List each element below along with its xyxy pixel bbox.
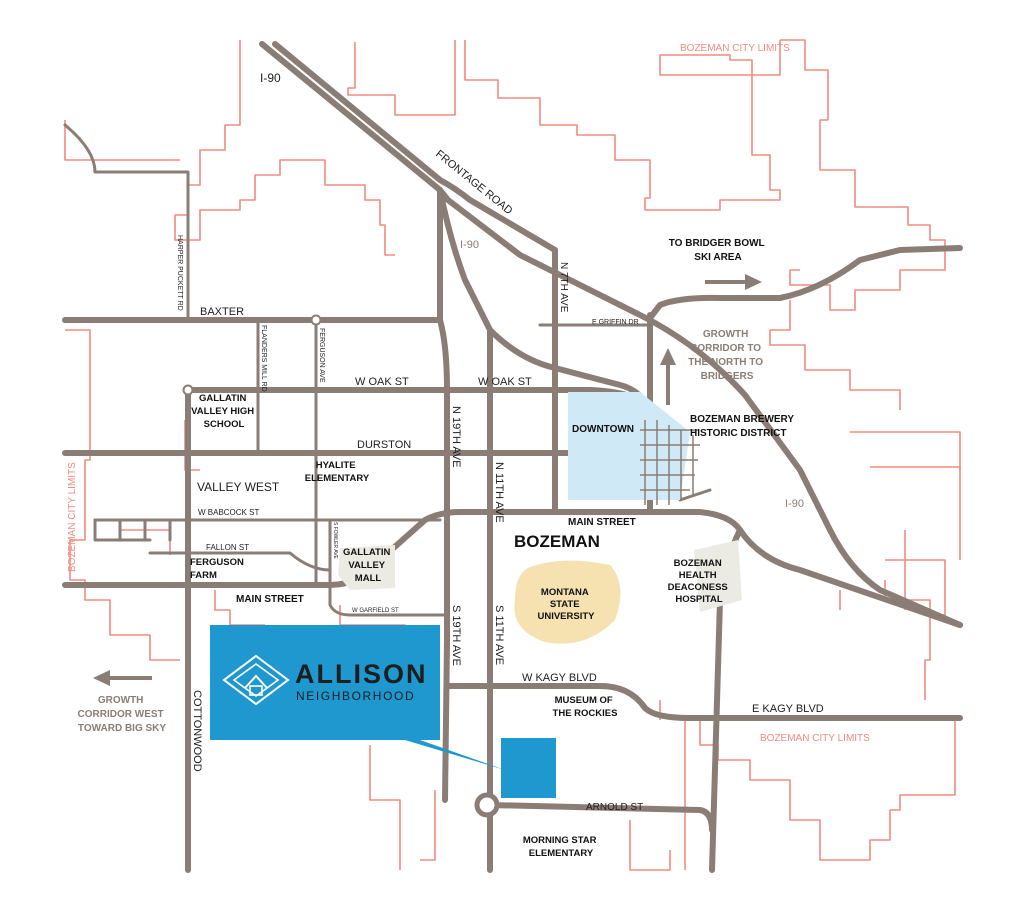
allison-callout-box: [210, 625, 505, 770]
cottonwood-label: COTTONWOOD: [191, 690, 203, 772]
flanders-mill-label: FLANDERS MILL RD: [260, 325, 267, 392]
roundabout: [310, 314, 322, 326]
w-babcock-label: W BABCOCK ST: [198, 508, 259, 517]
s-19th-ave-road: [442, 617, 450, 803]
rouse-curve: [437, 187, 653, 413]
growth-west-label: GROWTH CORRIDOR WEST TOWARD BIG SKY: [78, 695, 167, 734]
arrow-east-icon: [705, 274, 762, 290]
msu-campus-area: [514, 560, 621, 644]
brewery-district-label: BOZEMAN BREWERY HISTORIC DISTRICT: [690, 414, 797, 439]
bridger-bowl-label: TO BRIDGER BOWL SKI AREA: [669, 238, 768, 263]
w-kagy-label: W KAGY BLVD: [522, 672, 597, 684]
downtown-label: DOWNTOWN: [572, 424, 634, 435]
callout-title: ALLISON: [295, 659, 428, 689]
city-limits-label: BOZEMAN CITY LIMITS: [760, 733, 870, 744]
hyalite-elementary-label: HYALITE ELEMENTARY: [305, 460, 370, 484]
w-garfield-label: W GARFIELD ST: [352, 608, 399, 614]
i90-label: I-90: [785, 498, 804, 510]
i90-label: I-90: [460, 239, 479, 251]
baxter-label: BAXTER: [200, 306, 244, 318]
arrow-west-icon: [93, 670, 152, 686]
kagy-blvd-road: [444, 683, 963, 721]
i90-highway: [259, 41, 963, 628]
main-street-label: MAIN STREET: [236, 594, 304, 605]
msu-label: MONTANA STATE UNIVERSITY: [537, 587, 595, 622]
e-kagy-label: E KAGY BLVD: [752, 703, 824, 715]
harper-puckett-label: HARPER PUCKETT RD: [176, 235, 183, 311]
fallon-st-road: [148, 551, 332, 572]
valley-west-streets: [93, 518, 172, 542]
durston-label: DURSTON: [357, 439, 411, 451]
n-19th-ave-road: [437, 187, 450, 623]
main-street-east-road: [737, 527, 963, 628]
downtown-area: [568, 392, 690, 500]
valley-west-label: VALLEY WEST: [197, 480, 280, 494]
city-limits-label: BOZEMAN CITY LIMITS: [680, 43, 790, 54]
road-network: [62, 41, 963, 873]
garfield-road: [328, 518, 449, 617]
museum-label: MUSEUM OF THE ROCKIES: [553, 695, 618, 719]
s-19th-ave-label: S 19TH AVE: [450, 605, 462, 666]
e-griffin-label: E GRIFFIN DR: [592, 319, 639, 326]
s-fowler-label: S FOWLER AVE: [332, 522, 338, 560]
city-limits-label: BOZEMAN CITY LIMITS: [67, 462, 78, 572]
mall-label: GALLATIN VALLEY MALL: [343, 547, 393, 584]
allison-house-logo-icon: [222, 654, 290, 706]
morning-star-label: MORNING STAR ELEMENTARY: [523, 835, 599, 859]
allison-site-parcel: [501, 738, 556, 798]
gallatin-valley-mall-area: [338, 545, 395, 590]
high-school-label: GALLATIN VALLEY HIGH SCHOOL: [191, 393, 257, 430]
arrow-north-icon: [660, 348, 676, 405]
w-oak-st-label: W OAK ST: [478, 376, 532, 388]
city-limits-boundary: [64, 39, 961, 871]
roundabout: [182, 384, 194, 396]
hospital-access-road: [678, 488, 712, 502]
w-oak-st-label: W OAK ST: [355, 376, 409, 388]
bozeman-label: BOZEMAN: [514, 532, 600, 551]
fallon-st-label: FALLON ST: [206, 543, 249, 552]
hospital-label: BOZEMAN HEALTH DEACONESS HOSPITAL: [668, 558, 731, 605]
bridger-road: [647, 245, 963, 321]
downtown-street-grid: [640, 420, 700, 505]
arnold-st-label: ARNOLD ST: [586, 802, 643, 813]
ferguson-ave-label: FERGUSON AVE: [318, 328, 325, 383]
n-11th-ave-label: N 11TH AVE: [493, 462, 505, 523]
roundabout: [474, 792, 500, 818]
n-19th-ave-label: N 19TH AVE: [450, 406, 462, 468]
ferguson-farm-label: FERGUSON FARM: [190, 557, 246, 581]
frontage-road: [272, 41, 558, 253]
arnold-st-road: [487, 802, 715, 833]
growth-north-label: GROWTH CORRIDOR TO THE NORTH TO BRIDGERS: [688, 329, 766, 382]
hospital-area: [694, 540, 742, 612]
n-7th-ave-label: N 7TH AVE: [558, 262, 569, 313]
main-street-road: [62, 509, 743, 588]
main-street-label: MAIN STREET: [568, 517, 636, 528]
i90-label: I-90: [260, 71, 281, 85]
callout-subtitle: NEIGHBORHOOD: [296, 689, 415, 703]
harper-puckett-road: [63, 123, 190, 322]
s-11th-ave-label: S 11TH AVE: [493, 605, 505, 665]
